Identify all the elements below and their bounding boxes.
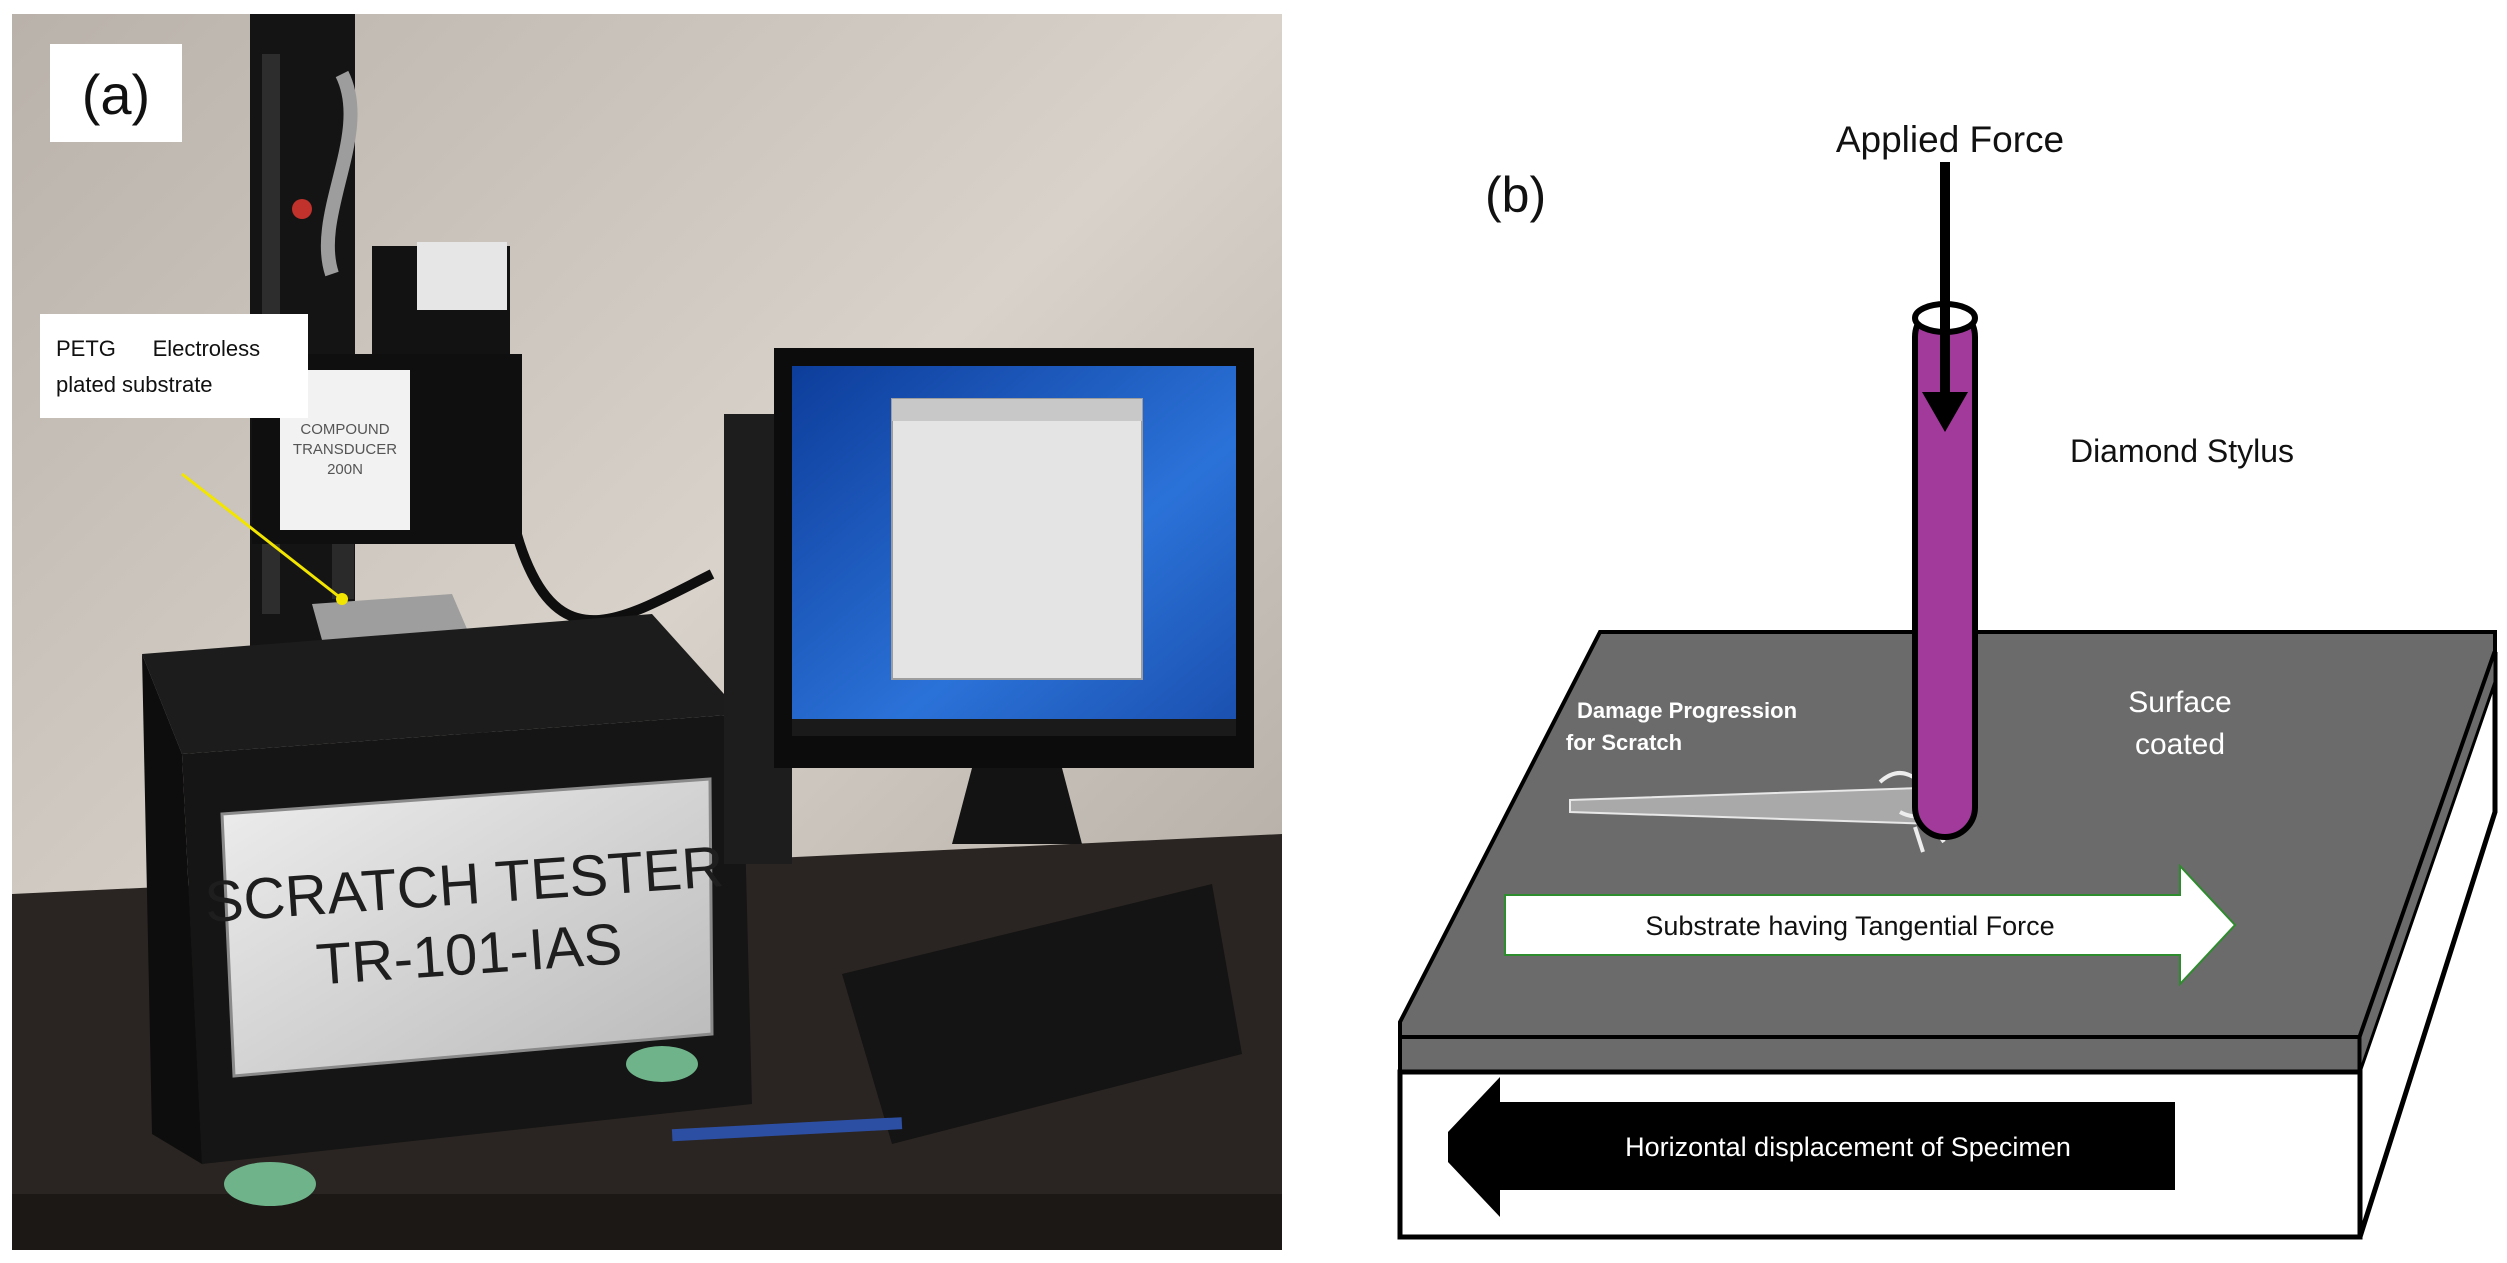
cabinet-foot-left xyxy=(224,1162,316,1206)
transducer-line3: 200N xyxy=(327,461,363,478)
panel-a-label: (a) xyxy=(82,63,150,126)
panel-a-label-box xyxy=(50,44,182,142)
applied-force-label: Applied Force xyxy=(1836,119,2064,160)
red-knob xyxy=(292,199,312,219)
applied-force-arrowhead xyxy=(1922,392,1968,432)
screen-window-titlebar xyxy=(892,399,1142,421)
panel-a-photo: COMPOUND TRANSDUCER 200N SCRATCH TESTER … xyxy=(12,14,1282,1250)
monitor-stand xyxy=(952,768,1082,844)
tangential-force-label: Substrate having Tangential Force xyxy=(1645,911,2054,941)
screen-taskbar xyxy=(792,719,1236,736)
panel-b-schematic: (b) Applied Force Diamond Stylus Surface… xyxy=(1397,119,2498,1240)
screen-window xyxy=(891,398,1143,680)
cabinet-side xyxy=(142,654,202,1164)
tester-nameplate xyxy=(220,777,714,1078)
probe-shaft xyxy=(332,544,354,599)
annotation-line2: plated substrate xyxy=(56,372,213,397)
cabinet-top xyxy=(142,614,742,754)
horizontal-displacement-arrow xyxy=(1448,1077,2175,1217)
transducer-line1: COMPOUND xyxy=(300,421,389,438)
surface-label-line1: Surface xyxy=(2128,686,2231,719)
annotation-box xyxy=(40,314,308,418)
annotation-pointer-tip xyxy=(336,593,348,605)
acquisition-label xyxy=(417,242,507,310)
specimen-right-coated-band xyxy=(2358,651,2497,1073)
surface-label-line2: coated xyxy=(2135,728,2225,761)
coated-layer-strip xyxy=(1398,1035,2362,1074)
damage-label-line2: for Scratch xyxy=(1566,730,1682,755)
bench-edge xyxy=(12,1194,1282,1250)
tangential-force-arrow xyxy=(1504,863,2237,987)
annotation-pointer xyxy=(181,472,343,601)
damage-label-line1: Damage Progression xyxy=(1577,698,1797,723)
panel-b-label: (b) xyxy=(1485,167,1546,223)
annotation-line1: PETG Electroless xyxy=(56,336,260,361)
keyboard xyxy=(842,884,1242,1144)
tester-cable xyxy=(320,70,358,277)
transducer-line2: TRANSDUCER xyxy=(293,441,397,458)
pen xyxy=(671,1117,903,1142)
diamond-stylus-label: Diamond Stylus xyxy=(2070,433,2294,469)
cabinet-foot-right xyxy=(626,1046,698,1082)
horizontal-displacement-label: Horizontal displacement of Specimen xyxy=(1625,1132,2071,1162)
